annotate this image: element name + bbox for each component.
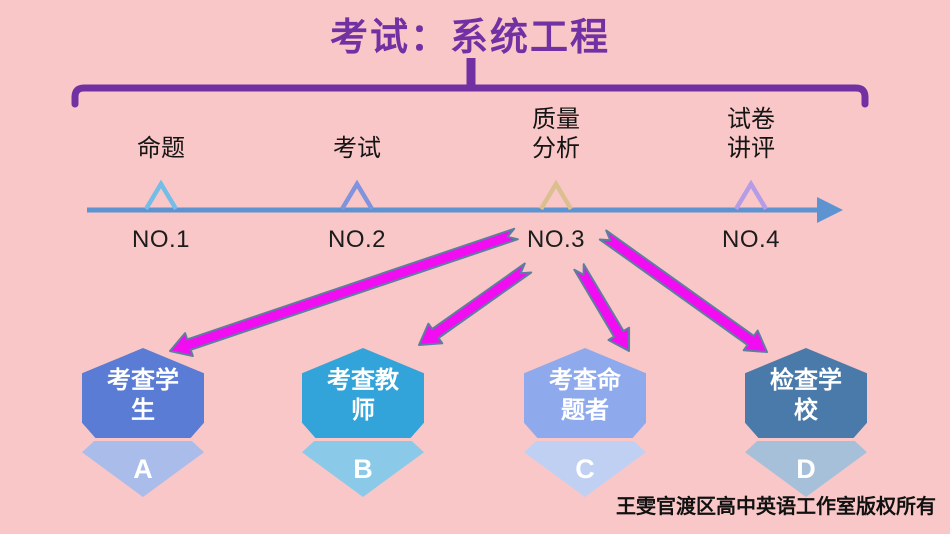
hexagon-title-line: 考查命 bbox=[549, 367, 621, 394]
hexagon-title-line: 题者 bbox=[561, 397, 609, 424]
stage-marker-icon-4 bbox=[734, 179, 768, 211]
stage-label-line: 试卷 bbox=[727, 107, 775, 133]
hexagon-letter-badge: C bbox=[524, 441, 646, 497]
relation-arrow-icon-2 bbox=[418, 262, 533, 346]
stage-number-4: NO.4 bbox=[721, 226, 781, 253]
stage-marker-icon-2 bbox=[340, 179, 374, 211]
brace bbox=[71, 84, 869, 108]
stage-marker-icon-1 bbox=[144, 179, 178, 211]
stage-label-line: 讲评 bbox=[727, 136, 775, 162]
hexagon-letter-badge: B bbox=[302, 441, 424, 497]
stage-label-line: 分析 bbox=[532, 136, 580, 162]
hexagon-letter-badge: D bbox=[745, 441, 867, 497]
stage-label-zhiliang-fenxi: 质量 分析 bbox=[486, 106, 626, 164]
hexagon-title-line: 考查教 bbox=[327, 367, 399, 394]
hexagon-title: 考查教 师 bbox=[302, 348, 424, 438]
stage-label-line: 考试 bbox=[333, 136, 381, 162]
hexagon-title-line: 校 bbox=[794, 397, 818, 424]
hexagon-card-students: 考查学 生 A bbox=[82, 348, 204, 497]
stage-label-mingti: 命题 bbox=[91, 106, 231, 164]
hexagon-title-line: 生 bbox=[131, 397, 155, 424]
hexagon-card-item-writers: 考查命 题者 C bbox=[524, 348, 646, 497]
stage-label-shijuan-jiangping: 试卷 讲评 bbox=[681, 106, 821, 164]
stage-marker-icon-3 bbox=[539, 179, 573, 211]
stage-number-2: NO.2 bbox=[327, 226, 387, 253]
page-title: 考试：系统工程 bbox=[329, 17, 610, 59]
hexagon-letter-badge: A bbox=[82, 441, 204, 497]
hexagon-card-schools: 检查学 校 D bbox=[745, 348, 867, 497]
copyright-text: 王雯官渡区高中英语工作室版权所有 bbox=[616, 496, 936, 518]
relation-arrow-icon-3 bbox=[573, 263, 631, 352]
stage-number-1: NO.1 bbox=[131, 226, 191, 253]
hexagon-card-teachers: 考查教 师 B bbox=[302, 348, 424, 497]
hexagon-title: 考查学 生 bbox=[82, 348, 204, 438]
hexagon-title-line: 考查学 bbox=[107, 367, 179, 394]
stage-label-kaoshi: 考试 bbox=[287, 106, 427, 164]
hexagon-title: 检查学 校 bbox=[745, 348, 867, 438]
hexagon-title-line: 检查学 bbox=[770, 367, 842, 394]
hexagon-title: 考查命 题者 bbox=[524, 348, 646, 438]
relation-arrows bbox=[169, 227, 768, 357]
stage-label-line: 命题 bbox=[137, 136, 185, 162]
timeline-arrowhead-icon bbox=[817, 197, 843, 223]
stage-label-line: 质量 bbox=[532, 107, 580, 133]
stage-number-3: NO.3 bbox=[526, 226, 586, 253]
hexagon-title-line: 师 bbox=[351, 397, 375, 424]
